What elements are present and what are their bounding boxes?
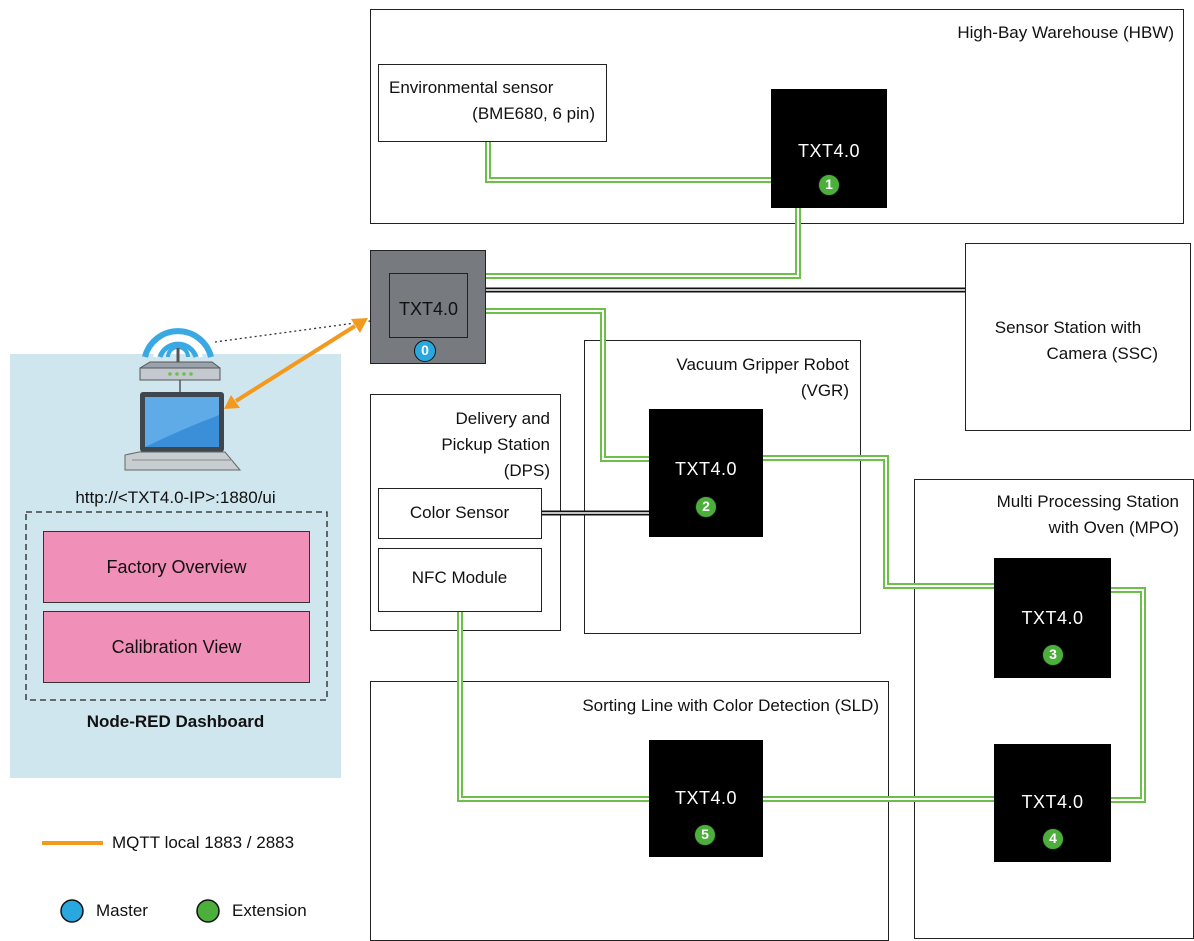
extension-badge-3: 3 bbox=[1042, 644, 1064, 666]
legend-mqtt-label: MQTT local 1883 / 2883 bbox=[112, 833, 295, 852]
station-dps-title-line1: Delivery and bbox=[455, 409, 551, 428]
station-vgr-title-line1: Vacuum Gripper Robot bbox=[676, 355, 849, 374]
connector-txt2-txt3 bbox=[763, 455, 994, 589]
legend-extension-label: Extension bbox=[232, 901, 307, 920]
dashboard-dashed-frame bbox=[25, 511, 328, 701]
connector-nfc-txt5 bbox=[457, 612, 649, 802]
environmental-sensor-box: Environmental sensor (BME680, 6 pin) bbox=[378, 64, 607, 142]
legend-master-label: Master bbox=[96, 901, 148, 920]
connector-env-txt1 bbox=[485, 142, 771, 183]
factory-overview-button[interactable]: Factory Overview bbox=[43, 531, 310, 603]
laptop-router-icon bbox=[124, 328, 242, 471]
calibration-view-button[interactable]: Calibration View bbox=[43, 611, 310, 683]
station-mpo-title-line2: with Oven (MPO) bbox=[1048, 518, 1179, 537]
station-sld bbox=[370, 681, 889, 941]
txt5-label: TXT4.0 bbox=[674, 788, 738, 808]
factory-overview-label: Factory Overview bbox=[106, 557, 247, 577]
master-badge-0: 0 bbox=[414, 340, 436, 362]
calibration-view-label: Calibration View bbox=[111, 637, 242, 657]
txt0-label: TXT4.0 bbox=[398, 299, 459, 319]
txt1-label: TXT4.0 bbox=[797, 141, 861, 161]
station-dps-title-line3: (DPS) bbox=[503, 461, 550, 480]
station-ssc bbox=[965, 243, 1191, 431]
color-sensor-box: Color Sensor bbox=[378, 488, 542, 539]
connector-txt0-txt2 bbox=[485, 308, 649, 462]
station-ssc-title-line1: Sensor Station with bbox=[994, 318, 1142, 337]
station-dps-title-line2: Pickup Station bbox=[441, 435, 550, 454]
green-connectors bbox=[457, 142, 1146, 803]
color-sensor-label: Color Sensor bbox=[409, 503, 510, 522]
station-mpo-title-line1: Multi Processing Station bbox=[996, 492, 1179, 511]
station-ssc-title-line2: Camera (SSC) bbox=[1046, 344, 1158, 363]
legend-master-icon bbox=[60, 899, 84, 923]
nfc-module-box: NFC Module bbox=[378, 548, 542, 612]
extension-badge-2: 2 bbox=[695, 496, 717, 518]
connector-txt1-txt0 bbox=[485, 208, 801, 279]
environmental-sensor-line1: Environmental sensor bbox=[389, 78, 554, 97]
legend-extension-icon bbox=[196, 899, 220, 923]
wifi-dotted-link bbox=[214, 320, 371, 343]
station-mpo bbox=[914, 479, 1194, 939]
txt0-inner: TXT4.0 bbox=[389, 273, 468, 338]
dashboard-url[interactable]: http://<TXT4.0-IP>:1880/ui bbox=[75, 488, 276, 507]
station-hbw-title: High-Bay Warehouse (HBW) bbox=[957, 23, 1174, 42]
connector-txt3-txt4 bbox=[1111, 587, 1146, 803]
environmental-sensor-line2: (BME680, 6 pin) bbox=[472, 104, 595, 123]
txt2-label: TXT4.0 bbox=[674, 459, 738, 479]
station-sld-title: Sorting Line with Color Detection (SLD) bbox=[582, 696, 879, 715]
nfc-module-label: NFC Module bbox=[411, 568, 508, 587]
txt3-label: TXT4.0 bbox=[1021, 608, 1084, 628]
mqtt-link bbox=[224, 318, 368, 409]
black-cables bbox=[485, 287, 965, 516]
station-vgr-title-line2: (VGR) bbox=[800, 381, 849, 400]
txt4-label: TXT4.0 bbox=[1021, 792, 1084, 812]
extension-badge-5: 5 bbox=[694, 824, 716, 846]
extension-badge-1: 1 bbox=[818, 174, 840, 196]
dashboard-title: Node-RED Dashboard bbox=[86, 712, 265, 731]
extension-badge-4: 4 bbox=[1042, 828, 1064, 850]
